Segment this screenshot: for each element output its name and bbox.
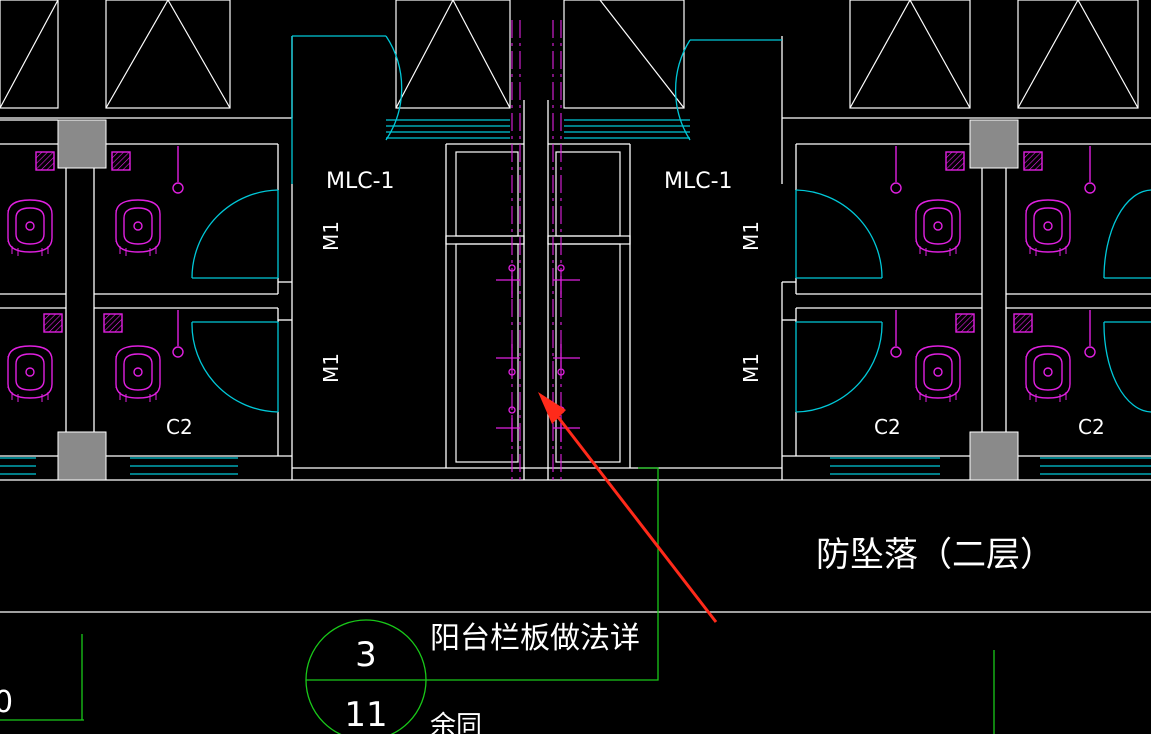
hatched-box-icon (103, 313, 123, 333)
floor-drain-icon (172, 145, 184, 194)
column-icon (969, 119, 1019, 169)
column-icon (57, 431, 107, 481)
hatched-box-icon (955, 313, 975, 333)
door-label-m1: M1 (739, 221, 763, 251)
squat-toilet-icon (915, 345, 961, 403)
squat-toilet-icon (7, 199, 53, 257)
labels: MLC-1 MLC-1 M1 M1 M1 M1 C2 C2 C2 防坠落（二层）… (0, 169, 1105, 734)
door-label-mlc1-right: MLC-1 (664, 169, 733, 194)
center-shaft (445, 20, 631, 480)
detail-note: 阳台栏板做法详 (430, 621, 640, 656)
column-icon (969, 431, 1019, 481)
door-label-mlc1-left: MLC-1 (326, 169, 395, 194)
hatched-box-icon (1013, 313, 1033, 333)
top-window-bays (0, 0, 1139, 121)
floor-drain-icon (890, 145, 902, 194)
floor-drain-icon (172, 309, 184, 358)
squat-toilet-icon (115, 345, 161, 403)
squat-toilet-icon (915, 199, 961, 257)
same-note: 余同 (430, 711, 482, 734)
edge-fragment: 0 (0, 685, 13, 720)
walls (0, 36, 1151, 613)
hatched-box-icon (43, 313, 63, 333)
red-arrow-icon (538, 392, 718, 623)
hatched-box-icon (1023, 151, 1043, 171)
door-label-m1: M1 (319, 353, 343, 383)
detail-callout (0, 467, 995, 734)
floor-drain-icon (890, 309, 902, 358)
window-label-c2: C2 (166, 415, 193, 439)
door-swings (191, 35, 1151, 413)
column-icon (57, 119, 107, 169)
door-label-m1: M1 (739, 353, 763, 383)
squat-toilet-icon (1025, 345, 1071, 403)
door-label-m1: M1 (319, 221, 343, 251)
detail-sheet-number: 11 (344, 695, 387, 734)
hatched-box-icon (945, 151, 965, 171)
window-label-c2: C2 (874, 415, 901, 439)
fixtures (7, 145, 1096, 403)
structural-columns (57, 119, 1019, 481)
floor-drain-icon (1084, 309, 1096, 358)
window-sills (0, 119, 1151, 475)
detail-callout-number: 3 (355, 635, 377, 675)
squat-toilet-icon (115, 199, 161, 257)
squat-toilet-icon (1025, 199, 1071, 257)
hatched-box-icon (111, 151, 131, 171)
floor-drain-icon (1084, 145, 1096, 194)
fall-protection-note: 防坠落（二层） (816, 535, 1054, 575)
window-label-c2: C2 (1078, 415, 1105, 439)
squat-toilet-icon (7, 345, 53, 403)
hatched-box-icon (35, 151, 55, 171)
